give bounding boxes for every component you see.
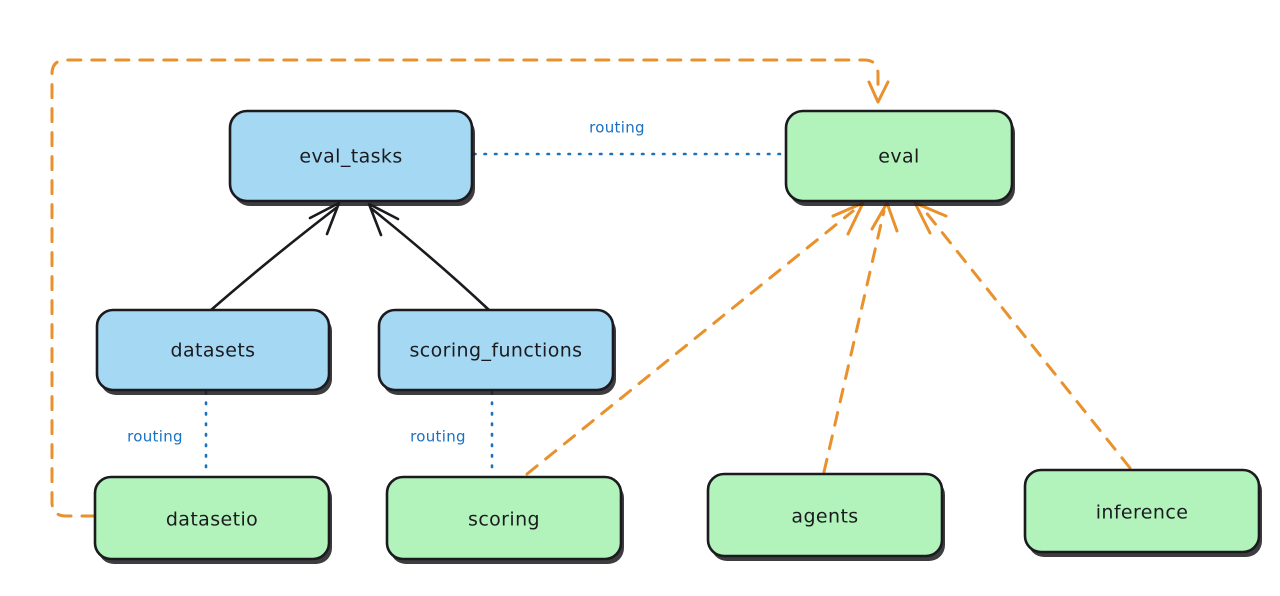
edge-agents-eval-arrowhead <box>870 201 899 233</box>
edge-label-routing-scoring: routing <box>410 428 466 446</box>
node-eval_tasks[interactable]: eval_tasks <box>228 109 475 206</box>
node-scoring-box <box>385 475 623 561</box>
node-datasets[interactable]: datasets <box>95 308 332 395</box>
edge-datasets-eval_tasks <box>209 201 341 312</box>
node-datasetio-box <box>93 475 331 561</box>
edge-scoring_functions-scoring: routing <box>410 390 494 477</box>
node-layer: eval_tasks eval datasets scoring_functio… <box>93 109 1262 564</box>
node-scoring[interactable]: scoring <box>385 475 624 564</box>
edge-scoring_functions-eval_tasks <box>367 202 491 312</box>
node-inference[interactable]: inference <box>1023 468 1262 557</box>
edge-datasetio-eval-path <box>50 58 880 518</box>
edge-datasetio-eval-arrowhead <box>867 80 890 104</box>
edge-inference-eval-path <box>923 209 1132 470</box>
node-scoring_functions-box <box>377 308 615 392</box>
node-agents-box <box>706 472 944 558</box>
edge-datasetio-eval <box>50 58 890 518</box>
node-eval-box <box>784 109 1014 203</box>
edge-datasets-eval_tasks-path <box>209 206 338 312</box>
edge-label-routing-eval: routing <box>589 119 645 137</box>
edge-agents-eval <box>822 201 899 474</box>
edge-scoring-eval-path <box>525 209 855 476</box>
node-scoring_functions[interactable]: scoring_functions <box>377 308 616 395</box>
edge-scoring-eval-arrowhead <box>831 201 865 236</box>
node-datasetio[interactable]: datasetio <box>93 475 332 564</box>
node-eval_tasks-box <box>228 109 474 203</box>
edge-label-routing-datasetio: routing <box>127 428 183 446</box>
edge-scoring_functions-eval_tasks-path <box>370 207 491 312</box>
edge-datasets-datasetio: routing <box>127 390 208 477</box>
node-agents[interactable]: agents <box>706 472 945 561</box>
edge-eval_tasks-eval: routing <box>472 119 786 156</box>
edge-inference-eval <box>913 201 1132 470</box>
edge-agents-eval-path <box>822 209 886 474</box>
node-datasets-box <box>95 308 331 392</box>
node-eval[interactable]: eval <box>784 109 1015 206</box>
node-inference-box <box>1023 468 1261 554</box>
